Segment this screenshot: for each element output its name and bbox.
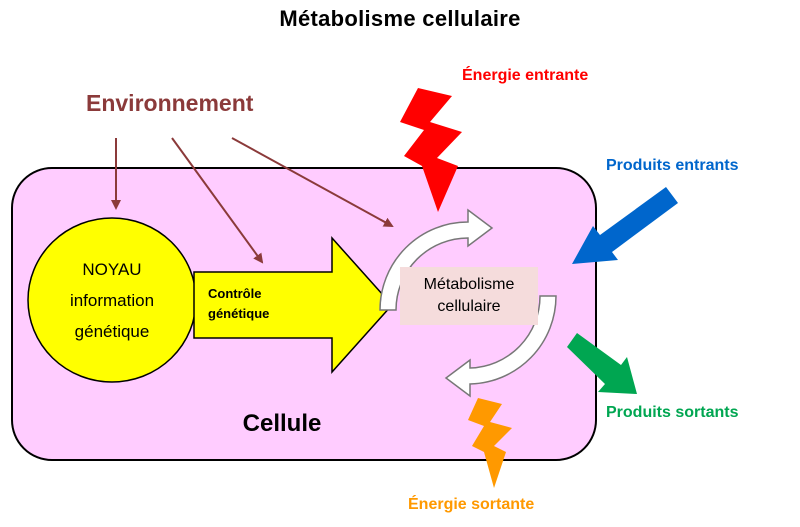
cycle-arrow-bottom [444,295,557,398]
products-in-label: Produits entrants [606,157,739,174]
products-out-label: Produits sortants [606,404,739,421]
metabolism-label-2: cellulaire [437,298,500,315]
energy-out-lightning-icon [468,398,512,488]
environment-arrow-to-control [171,137,264,264]
environment-label: Environnement [86,90,254,116]
metabolism-box [400,267,538,325]
energy-in-lightning-icon [400,88,462,212]
genetic-control-arrow [193,236,394,374]
cell-label: Cellule [243,410,322,437]
nucleus-label-2: information [70,291,154,310]
nucleus-label-1: NOYAU [82,260,141,279]
environment-arrow-to-metabolism [231,137,394,227]
genetic-control-label-1: Contrôle [208,286,261,301]
products-out-arrow [567,333,637,394]
energy-out-label: Énergie sortante [408,494,534,513]
products-in-arrow [572,187,678,264]
metabolism-label-1: Métabolisme [424,276,515,293]
genetic-control-label-2: génétique [208,306,269,321]
page-title: Métabolisme cellulaire [279,6,521,31]
energy-in-label: Énergie entrante [462,65,588,84]
nucleus-label-3: génétique [75,322,150,341]
